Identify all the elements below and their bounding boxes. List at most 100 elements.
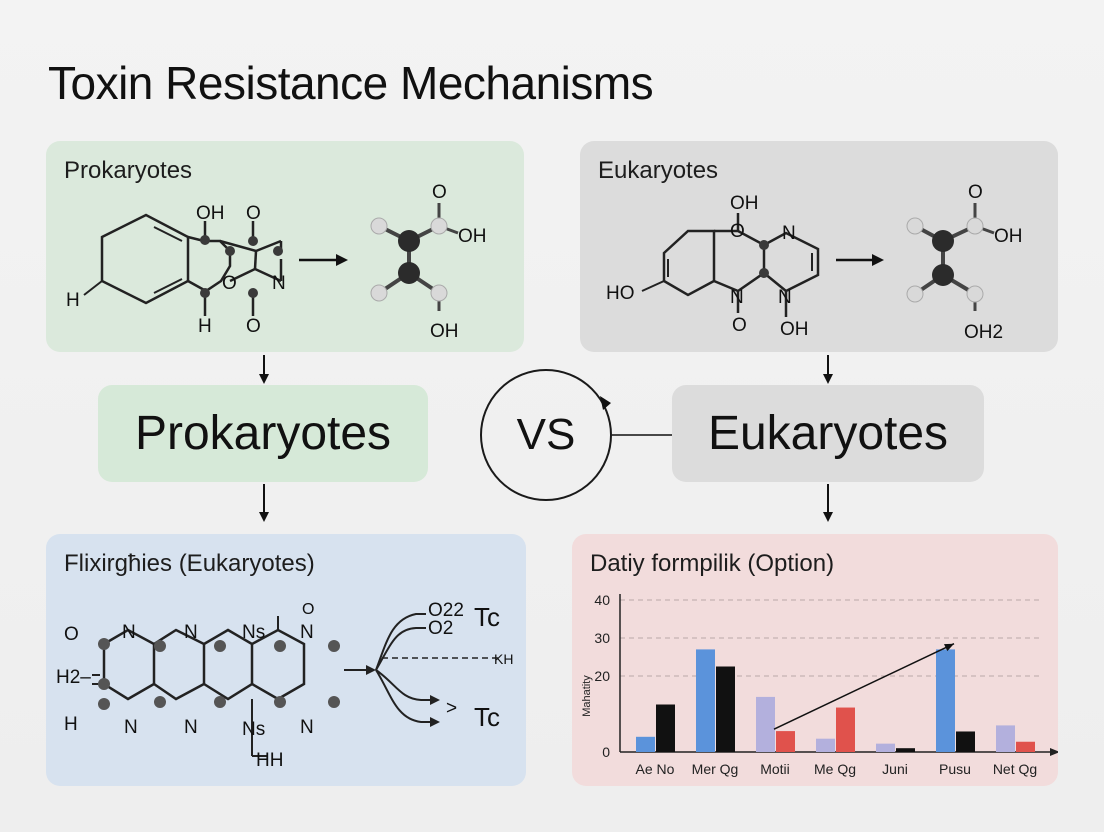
hydrogen-atom [430,284,448,302]
chart-bar [836,707,855,752]
trend-arrow-line [773,643,955,730]
x-tick-label: Juni [882,761,908,777]
atom-label: N [730,287,744,308]
versus-circle: VS [480,369,612,501]
output-label: O22 [428,600,464,621]
hydrogen-atom [370,217,388,235]
chart-bar [756,696,775,752]
atom-label: H2– [56,667,91,688]
hydrogen-atom [906,217,924,235]
atom-label: N [124,717,138,738]
carbon-atom [248,288,258,298]
atom-label: O [968,182,983,203]
hydrogen-atom [966,217,984,235]
output-label: KH [494,651,513,667]
atom-label: OH [994,226,1023,247]
chart-bar [776,731,795,752]
chart-bar [876,743,895,752]
atom-label: Ns [242,719,265,740]
carbon-atom [200,288,210,298]
y-tick-label: 40 [594,592,610,608]
carbon-atom [398,230,420,252]
eukaryotes-molecule-diagram: OH O N HO N N O OH O OH OH2 [606,182,1023,343]
chart-bar [716,666,735,752]
carbon-atom [98,638,110,650]
atom-label: N [122,622,136,643]
chart-panel-label: Datiy formpilik (Option) [590,550,835,577]
output-label: Tc [474,702,500,732]
chart-bar [816,738,835,752]
atom-label: N [184,717,198,738]
atom-label: OH [780,319,809,340]
chart-bar [936,649,955,752]
hydrogen-atom [370,284,388,302]
trend-arrow-head-icon [944,643,954,652]
eukaryotes-panel-label: Eukaryotes [598,157,719,184]
carbon-atom [98,678,110,690]
prokaryotes-heading: Prokaryotes [98,385,428,482]
atom-label: HO [606,283,635,304]
carbon-atom [328,696,340,708]
atom-label: OH2 [964,322,1003,343]
x-tick-label: Ae No [636,761,675,777]
hydrogen-atom [430,217,448,235]
y-axis-label: Mahatity [581,675,593,717]
atom-label: O [246,316,261,337]
chart-bar [896,748,915,752]
atom-label: N [778,287,792,308]
chart-bar [956,731,975,752]
atom-label: H [64,714,78,735]
atom-label: O [222,273,237,294]
atom-label: O [64,624,79,645]
atom-label: N [300,622,314,643]
carbon-atom [328,640,340,652]
atom-label: OH [730,193,759,214]
y-tick-label: 0 [602,744,610,760]
x-tick-label: Mer Qg [692,761,739,777]
output-label: > [446,698,457,719]
atom-label: O [432,182,447,203]
output-label: O2 [428,618,453,639]
atom-label: OH [196,203,225,224]
atom-label: N [300,717,314,738]
atom-label: H [66,290,80,311]
x-tick-label: Pusu [939,761,971,777]
carbon-atom [274,640,286,652]
flex-molecule-diagram: O N N Ns N H2– H N N Ns N HH O O22 O2 Tc [56,600,513,771]
x-axis-arrow-icon [1050,748,1060,756]
atom-label: O [732,315,747,336]
flex-eukaryotes-panel: Flixirgħies (Eukaryotes) O N N [46,534,526,786]
carbon-atom [154,640,166,652]
atom-label: OH [430,321,459,342]
hydrogen-atom [966,285,984,303]
carbon-atom [274,696,286,708]
atom-label: N [272,273,286,294]
x-tick-label: Me Qg [814,761,856,777]
y-tick-label: 30 [594,630,610,646]
down-arrow-icon [259,374,269,384]
cycle-arrow-icon [600,396,611,410]
down-arrow-icon [823,374,833,384]
prokaryotes-mechanism-panel: Prokaryotes OH [46,141,524,352]
atom-label: Ns [242,622,265,643]
carbon-atom [154,696,166,708]
chart-bar [1016,741,1035,752]
carbon-atom [932,264,954,286]
down-arrow-icon [823,512,833,522]
prokaryotes-molecule-diagram: OH O H O N H O O OH [66,182,487,342]
hydrogen-atom [906,285,924,303]
page-title: Toxin Resistance Mechanisms [48,57,654,109]
x-tick-label: Motii [760,761,790,777]
atom-label: H [198,316,212,337]
carbon-atom [759,240,769,250]
carbon-atom [98,698,110,710]
carbon-atom [214,640,226,652]
atom-label: N [782,223,796,244]
chart-bar [656,704,675,752]
carbon-atom [398,262,420,284]
chart-bar [636,736,655,752]
output-label: Tc [474,602,500,632]
